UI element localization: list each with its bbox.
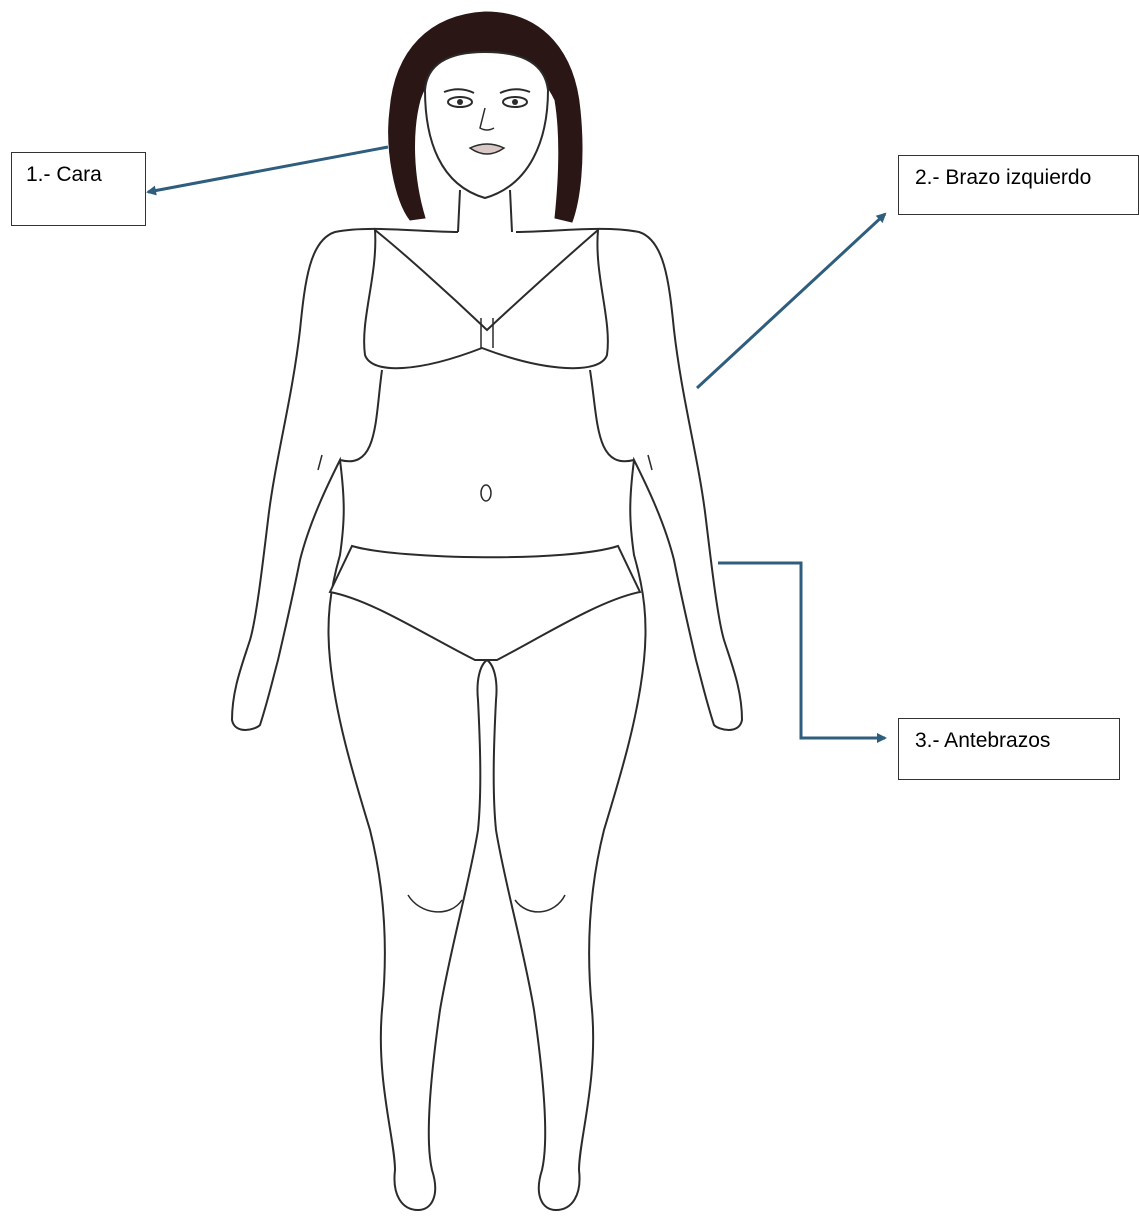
arrow-brazo-izquierdo — [697, 214, 885, 388]
label-brazo-izquierdo: 2.- Brazo izquierdo — [915, 166, 1091, 189]
label-antebrazos: 3.- Antebrazos — [915, 729, 1050, 752]
arrow-antebrazos — [718, 563, 885, 738]
arrow-cara — [148, 147, 388, 192]
label-box-brazo-izquierdo: 2.- Brazo izquierdo — [898, 155, 1139, 215]
body-outline — [232, 229, 742, 1210]
label-box-cara: 1.- Cara — [11, 152, 146, 226]
face — [425, 52, 548, 198]
label-box-antebrazos: 3.- Antebrazos — [898, 718, 1120, 780]
label-cara: 1.- Cara — [26, 163, 102, 186]
